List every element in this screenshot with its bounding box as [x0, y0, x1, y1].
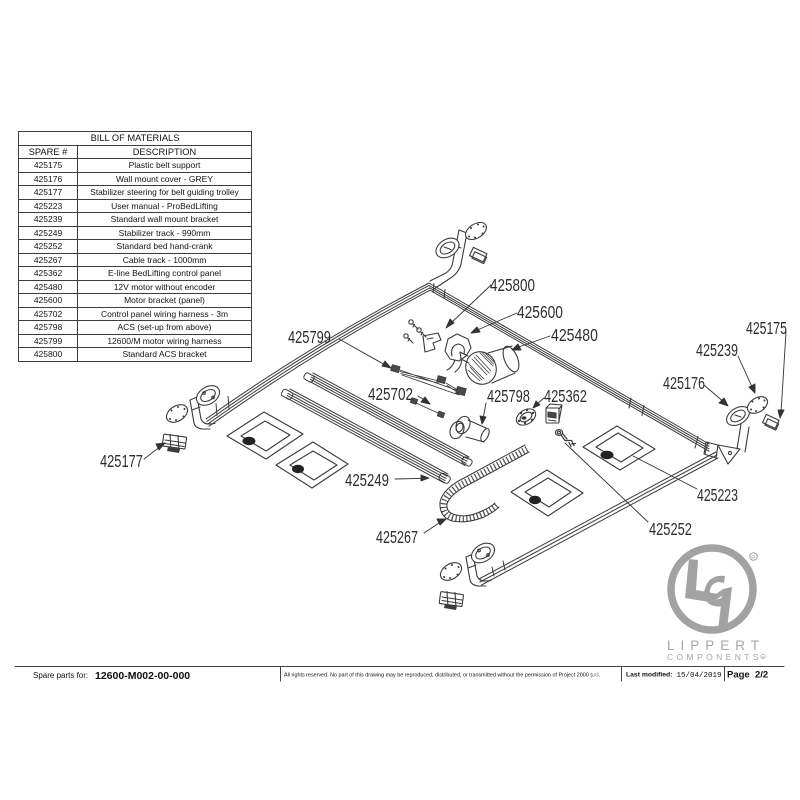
- svg-text:Last modified:: Last modified:: [626, 672, 672, 679]
- svg-text:425223: 425223: [697, 486, 738, 506]
- svg-text:All rights reserved. No part o: All rights reserved. No part of this dra…: [284, 673, 600, 679]
- svg-text:425175: 425175: [746, 319, 787, 339]
- svg-text:425798: 425798: [487, 387, 530, 407]
- svg-text:425362: 425362: [544, 387, 587, 407]
- svg-text:12600-M002-00-000: 12600-M002-00-000: [95, 670, 190, 682]
- svg-text:425799: 425799: [288, 328, 331, 348]
- svg-text:425249: 425249: [345, 471, 389, 490]
- svg-text:425800: 425800: [490, 276, 535, 295]
- svg-text:Page: Page: [727, 670, 750, 681]
- svg-text:425480: 425480: [551, 325, 598, 345]
- svg-text:425177: 425177: [100, 452, 143, 472]
- svg-text:425267: 425267: [376, 528, 418, 548]
- svg-text:425702: 425702: [368, 385, 413, 404]
- svg-text:425600: 425600: [517, 302, 563, 322]
- svg-text:2/2: 2/2: [755, 670, 768, 681]
- svg-text:15/04/2019: 15/04/2019: [677, 672, 722, 680]
- svg-text:425252: 425252: [649, 520, 692, 540]
- svg-text:R: R: [751, 556, 755, 562]
- svg-text:LIPPERT: LIPPERT: [667, 638, 765, 653]
- svg-text:R: R: [762, 655, 765, 659]
- svg-text:Spare parts for:: Spare parts for:: [33, 671, 88, 680]
- svg-text:425176: 425176: [663, 374, 705, 394]
- svg-text:425239: 425239: [696, 341, 738, 361]
- svg-text:COMPONENTS: COMPONENTS: [667, 652, 762, 662]
